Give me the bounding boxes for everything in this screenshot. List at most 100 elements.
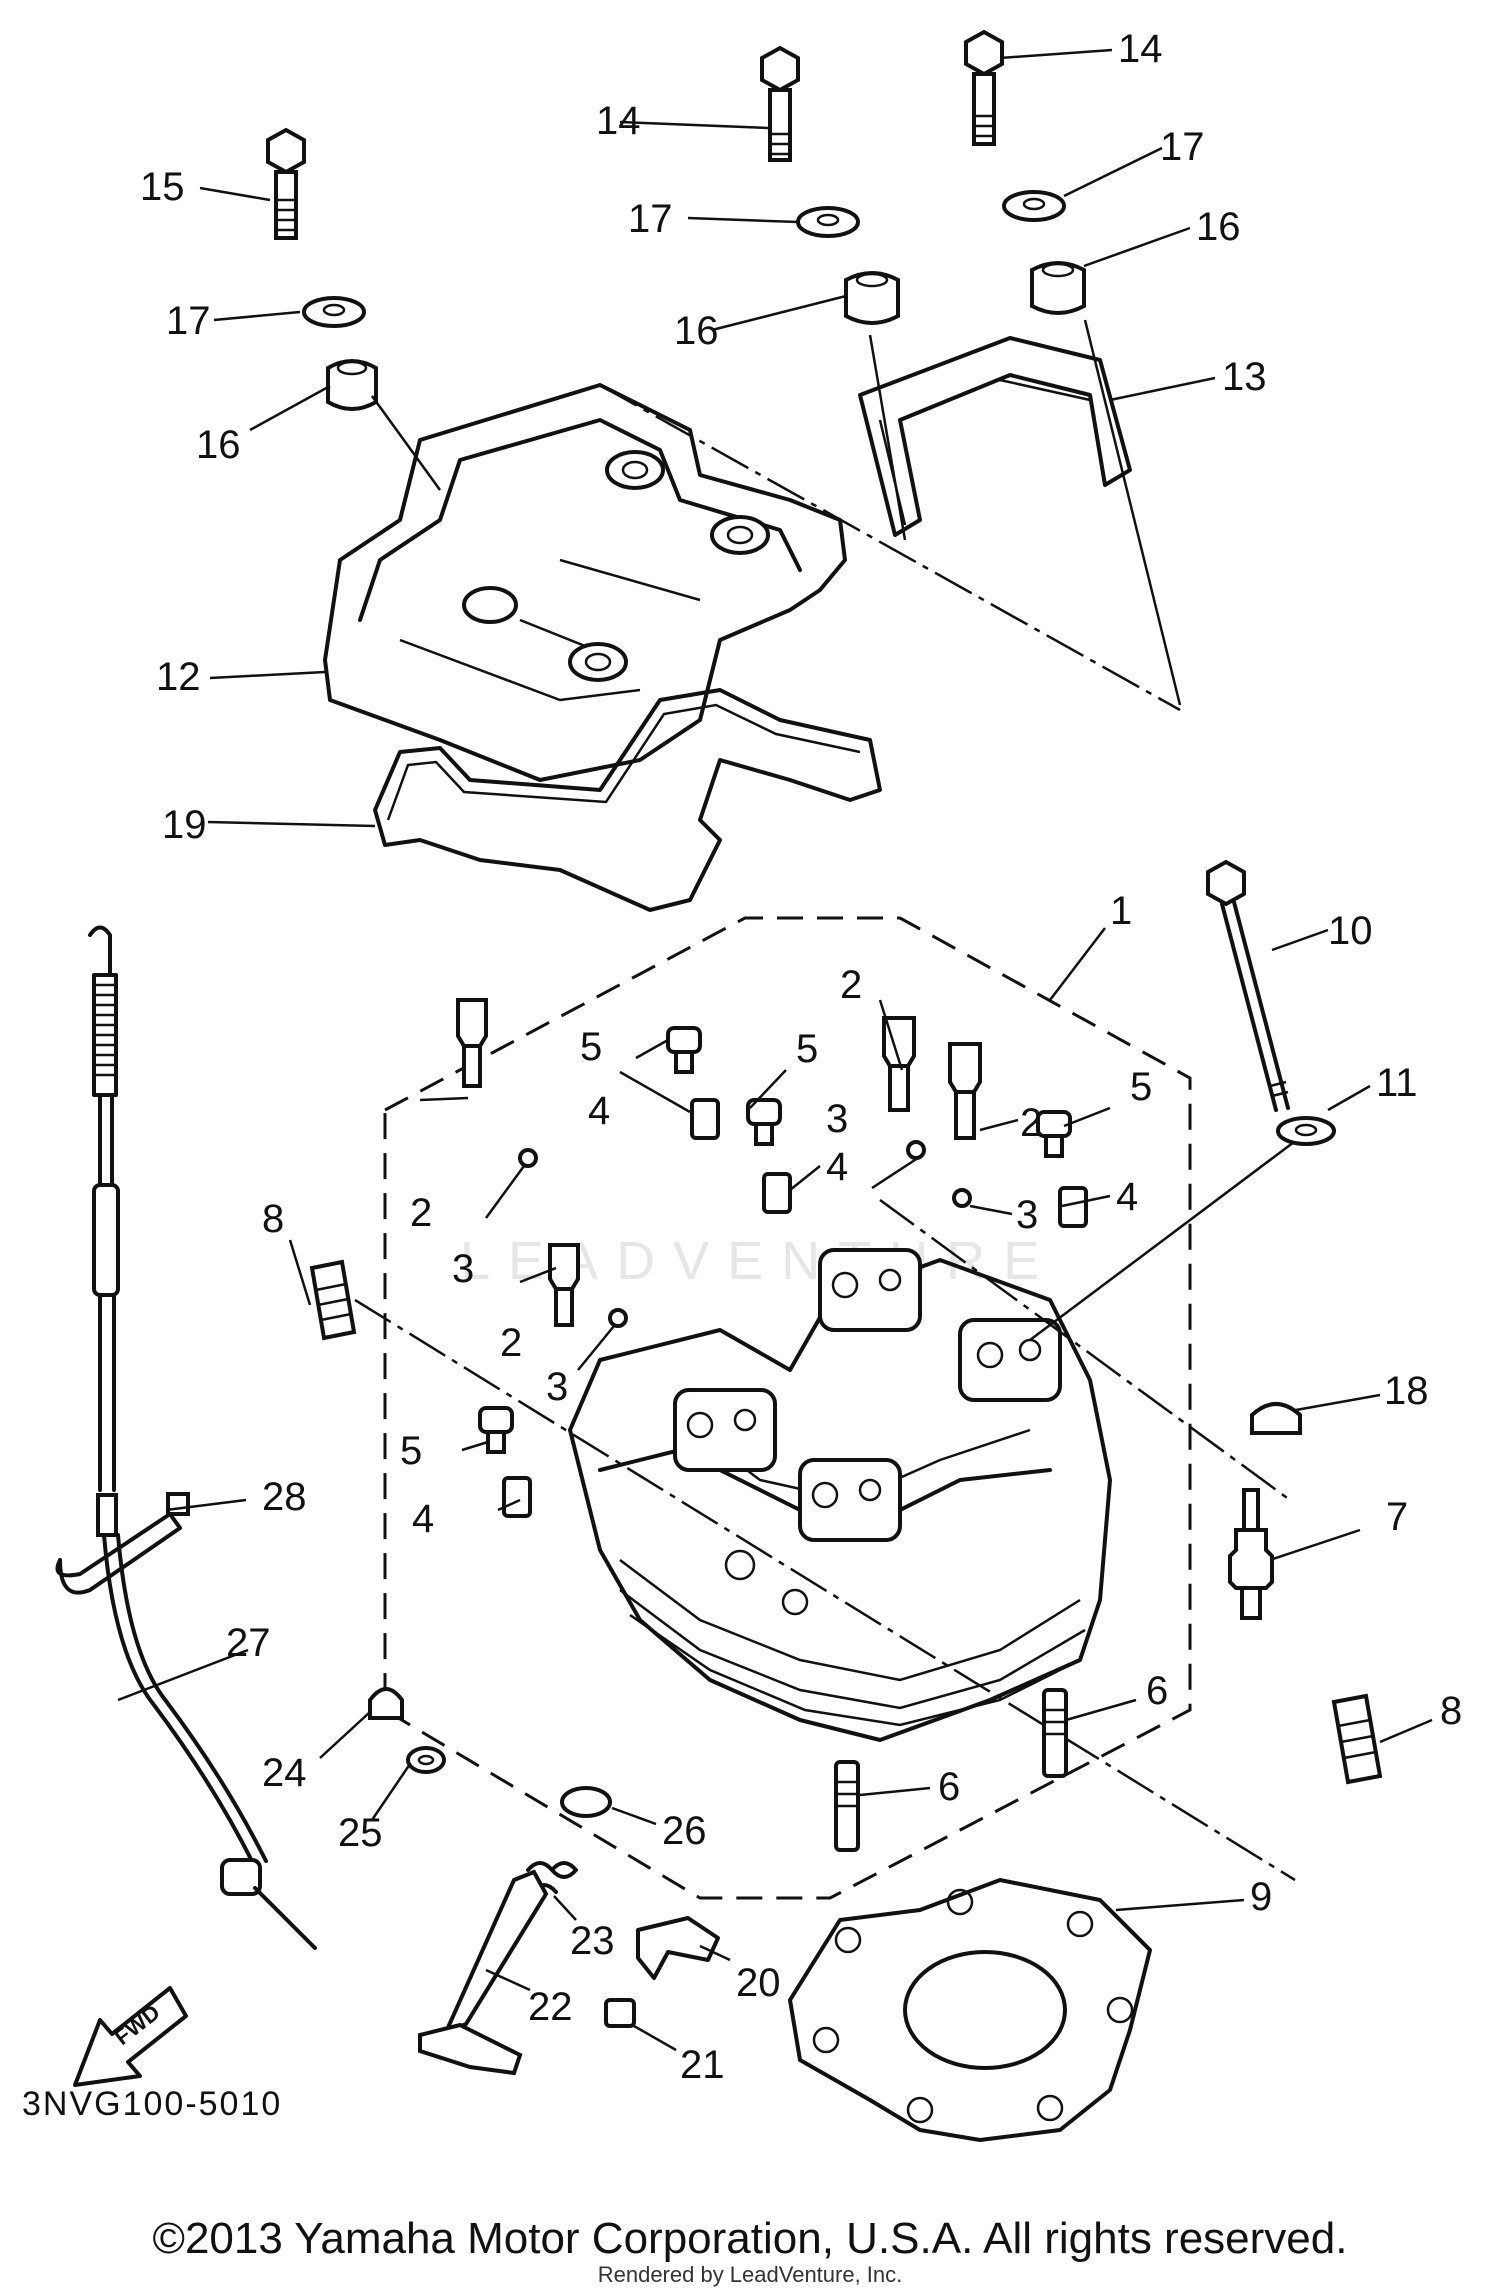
callout-18: 18: [1384, 1369, 1429, 1413]
callout-3-left-top: 3: [452, 1247, 474, 1291]
callout-28: 28: [262, 1475, 307, 1519]
bracket-20: [636, 1916, 720, 1980]
bolt-14-right: [964, 29, 1004, 146]
alignment-line-cover: [599, 383, 1181, 712]
valve-guide-2-left-top: [456, 998, 488, 1088]
cover-gasket-19: [373, 688, 882, 912]
fwd-arrow-icon: FWD: [73, 1986, 188, 2087]
callout-16-left: 16: [196, 423, 241, 467]
callout-4-c: 4: [1116, 1175, 1138, 1219]
bolt-5-b: [746, 1098, 782, 1146]
callout-17-right: 17: [1160, 125, 1205, 169]
clip-3-left-mid: [608, 1308, 628, 1328]
assembly-outline-1: [383, 916, 1192, 1900]
callout-19: 19: [162, 803, 207, 847]
alignment-line-head-a: [354, 1298, 1296, 1882]
callout-2-right: 2: [1020, 1101, 1042, 1145]
stud-6-upper: [1042, 1688, 1068, 1778]
callout-5-c: 5: [1130, 1065, 1152, 1109]
callout-8-left: 8: [262, 1197, 284, 1241]
shaft-22: [418, 1869, 549, 2076]
dowel-4-c: [1058, 1186, 1088, 1228]
cable-27: [88, 925, 317, 1950]
dowel-4-b: [762, 1172, 792, 1214]
bolt-21: [604, 1998, 636, 2028]
callout-22: 22: [528, 1985, 573, 2029]
callout-16-center: 16: [674, 309, 719, 353]
clip-3-right: [952, 1188, 972, 1208]
callout-25: 25: [338, 1811, 383, 1855]
washer-25: [406, 1746, 446, 1774]
callout-1: 1: [1110, 889, 1132, 933]
cylinder-head-1: [568, 1248, 1112, 1742]
bolt-5-d: [478, 1406, 514, 1454]
callout-27: 27: [226, 1621, 271, 1665]
dowel-4-d: [502, 1476, 532, 1518]
callout-17-left: 17: [166, 299, 211, 343]
callout-2-left-top: 2: [410, 1191, 432, 1235]
alignment-line-bracket: [868, 319, 1182, 706]
grommet-16-right: [1030, 261, 1086, 315]
valve-guide-2-left-mid: [548, 1243, 580, 1327]
callout-3-right: 3: [1016, 1193, 1038, 1237]
fwd-label: FWD: [110, 1999, 165, 2050]
washer-11: [1276, 1116, 1336, 1146]
stud-6-lower: [834, 1760, 860, 1852]
callout-12: 12: [156, 655, 201, 699]
callout-11: 11: [1376, 1061, 1418, 1105]
callout-4-a: 4: [588, 1089, 610, 1133]
bolt-5-c: [1036, 1110, 1072, 1158]
spark-plug-7: [1228, 1488, 1274, 1620]
spring-8-left: [309, 1259, 357, 1341]
washer-17-center: [796, 206, 860, 238]
callout-17-center: 17: [628, 197, 673, 241]
callout-6-lower: 6: [938, 1765, 960, 1809]
rendered-by-credit: Rendered by LeadVenture, Inc.: [597, 2262, 903, 2287]
callout-26: 26: [662, 1809, 707, 1853]
bolt-14-center: [760, 45, 800, 162]
copyright-notice: ©2013 Yamaha Motor Corporation, U.S.A. A…: [152, 2214, 1348, 2263]
callout-3-center: 3: [826, 1097, 848, 1141]
callout-24: 24: [262, 1751, 307, 1795]
callout-4-b: 4: [826, 1145, 848, 1189]
callout-23: 23: [570, 1919, 615, 1963]
callout-9: 9: [1250, 1875, 1272, 1919]
bolt-5-a: [666, 1026, 702, 1074]
head-gasket-9: [788, 1878, 1152, 2142]
callout-2-left-mid: 2: [500, 1321, 522, 1365]
clip-3-left-top: [518, 1148, 538, 1168]
callout-10: 10: [1328, 909, 1373, 953]
cap-24: [368, 1687, 404, 1720]
callout-3-left-mid: 3: [546, 1365, 568, 1409]
cylinder-head-cover-12: [323, 383, 847, 782]
bolt-10: [1206, 859, 1290, 1112]
grommet-16-center: [844, 271, 900, 325]
callout-7: 7: [1386, 1495, 1408, 1539]
callout-21: 21: [680, 2043, 725, 2087]
callout-8-right: 8: [1440, 1689, 1462, 1733]
callout-2-center: 2: [840, 963, 862, 1007]
callout-16-right: 16: [1196, 205, 1241, 249]
diagram-code: 3NVG100-5010: [22, 2085, 283, 2123]
callout-5-d: 5: [400, 1429, 422, 1473]
grommet-16-left: [326, 359, 378, 411]
callout-14-right: 14: [1118, 27, 1163, 71]
callout-6-upper: 6: [1146, 1669, 1168, 1713]
callout-13: 13: [1222, 355, 1267, 399]
clip-3-center: [906, 1140, 926, 1160]
dowel-4-a: [690, 1098, 720, 1140]
alignment-line-head-b: [879, 1198, 1291, 1502]
alignment-line-11: [1029, 1129, 1311, 1341]
callout-5-b: 5: [796, 1027, 818, 1071]
bolt-15: [266, 127, 306, 240]
valve-guide-2-right: [948, 1042, 982, 1140]
cap-18: [1250, 1402, 1302, 1435]
callout-14-center: 14: [596, 99, 641, 143]
callout-4-d: 4: [412, 1497, 434, 1541]
callout-20: 20: [736, 1961, 781, 2005]
seal-26: [560, 1786, 612, 1818]
leader-lines: [117, 48, 1433, 2052]
callout-15: 15: [140, 165, 185, 209]
washer-17-right: [1002, 190, 1066, 222]
